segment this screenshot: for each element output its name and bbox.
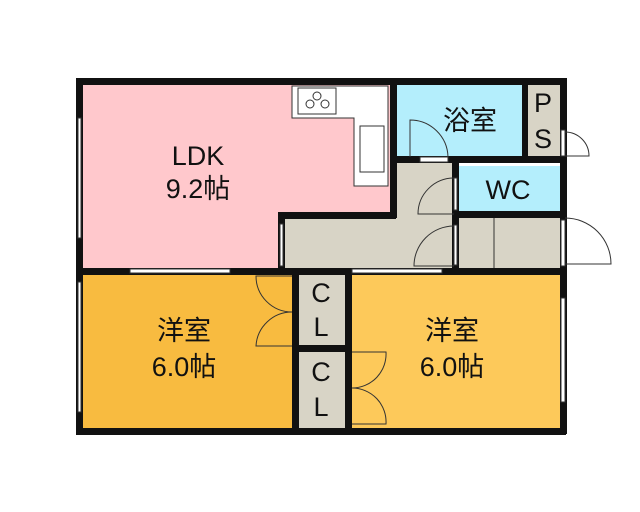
wc-label: WC [486,175,531,205]
pipe-space [526,84,562,158]
closet-lower-l: L [313,392,328,422]
bath-label: 浴室 [443,106,497,136]
bathroom [394,84,524,158]
ldk-room [82,84,390,270]
closet-upper-l: L [313,312,328,342]
wc-room [458,166,560,212]
ldk-label: LDK [172,141,225,171]
western-left-label: 洋室 [157,316,211,346]
western-left-size: 6.0帖 [152,352,217,382]
sink-icon [359,125,385,173]
closet-lower [296,352,348,428]
western-room-right [350,274,562,428]
walls [76,78,567,435]
closet-lower-c: C [311,357,331,387]
windows [77,117,566,413]
closet-upper-c: C [311,278,331,308]
western-right-size: 6.0帖 [420,352,485,382]
closet-upper [296,274,348,346]
ldk-size: 9.2帖 [166,174,231,204]
hallway [282,162,456,268]
western-right-label: 洋室 [425,316,479,346]
door-swings [255,119,612,425]
ps-label-p: P [534,88,552,118]
western-room-left [82,274,294,428]
ps-label-s: S [534,124,552,154]
entrance [458,218,560,268]
